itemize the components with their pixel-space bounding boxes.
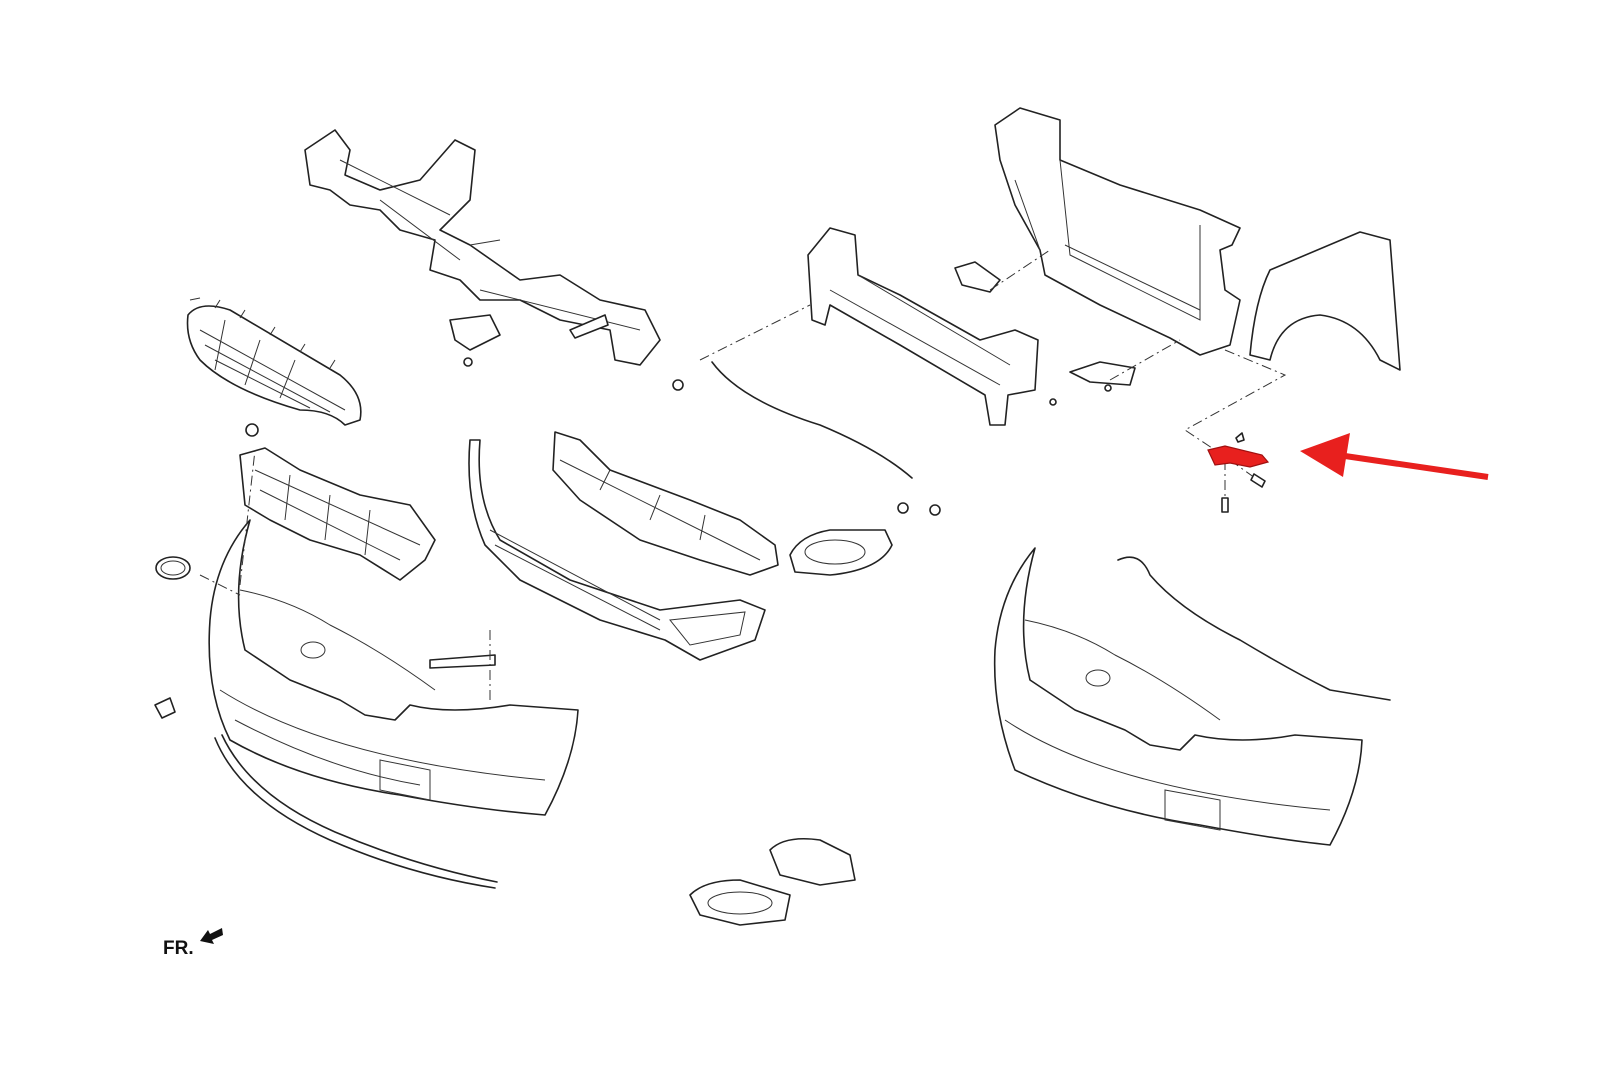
bumper-seal-strip <box>711 361 913 479</box>
front-orientation-label: FR. <box>163 938 194 959</box>
lower-grille <box>468 439 766 661</box>
lower-lip-spoiler <box>214 737 496 889</box>
front-bumper-cover <box>208 519 579 816</box>
screw <box>1221 497 1229 513</box>
fog-lamp-assembly <box>689 837 856 926</box>
grille-clip <box>245 423 259 437</box>
front-direction-arrow-icon <box>200 928 223 944</box>
fog-lamp-bezel <box>789 529 893 576</box>
grille-carrier <box>239 447 436 581</box>
garnish-strip <box>429 654 496 669</box>
front-fender <box>1249 231 1401 371</box>
bumper-side-bracket-left <box>1069 361 1136 386</box>
highlight-arrow <box>1300 433 1489 480</box>
hood-latch-bracket <box>954 261 1001 293</box>
front-bumper-beam <box>807 227 1039 426</box>
cross-member <box>304 129 661 367</box>
parking-sensor-wiring <box>1117 556 1391 701</box>
kia-emblem <box>155 556 191 580</box>
bumper-side-bracket <box>1207 445 1270 468</box>
bolt <box>1250 473 1266 488</box>
assembly-guide-lines <box>199 249 1287 700</box>
front-bumper-cover-sensor <box>993 547 1363 846</box>
energy-absorber <box>552 431 779 576</box>
radiator-grille <box>186 297 362 426</box>
tow-hook-cap <box>154 697 176 719</box>
radiator-support <box>994 107 1241 356</box>
